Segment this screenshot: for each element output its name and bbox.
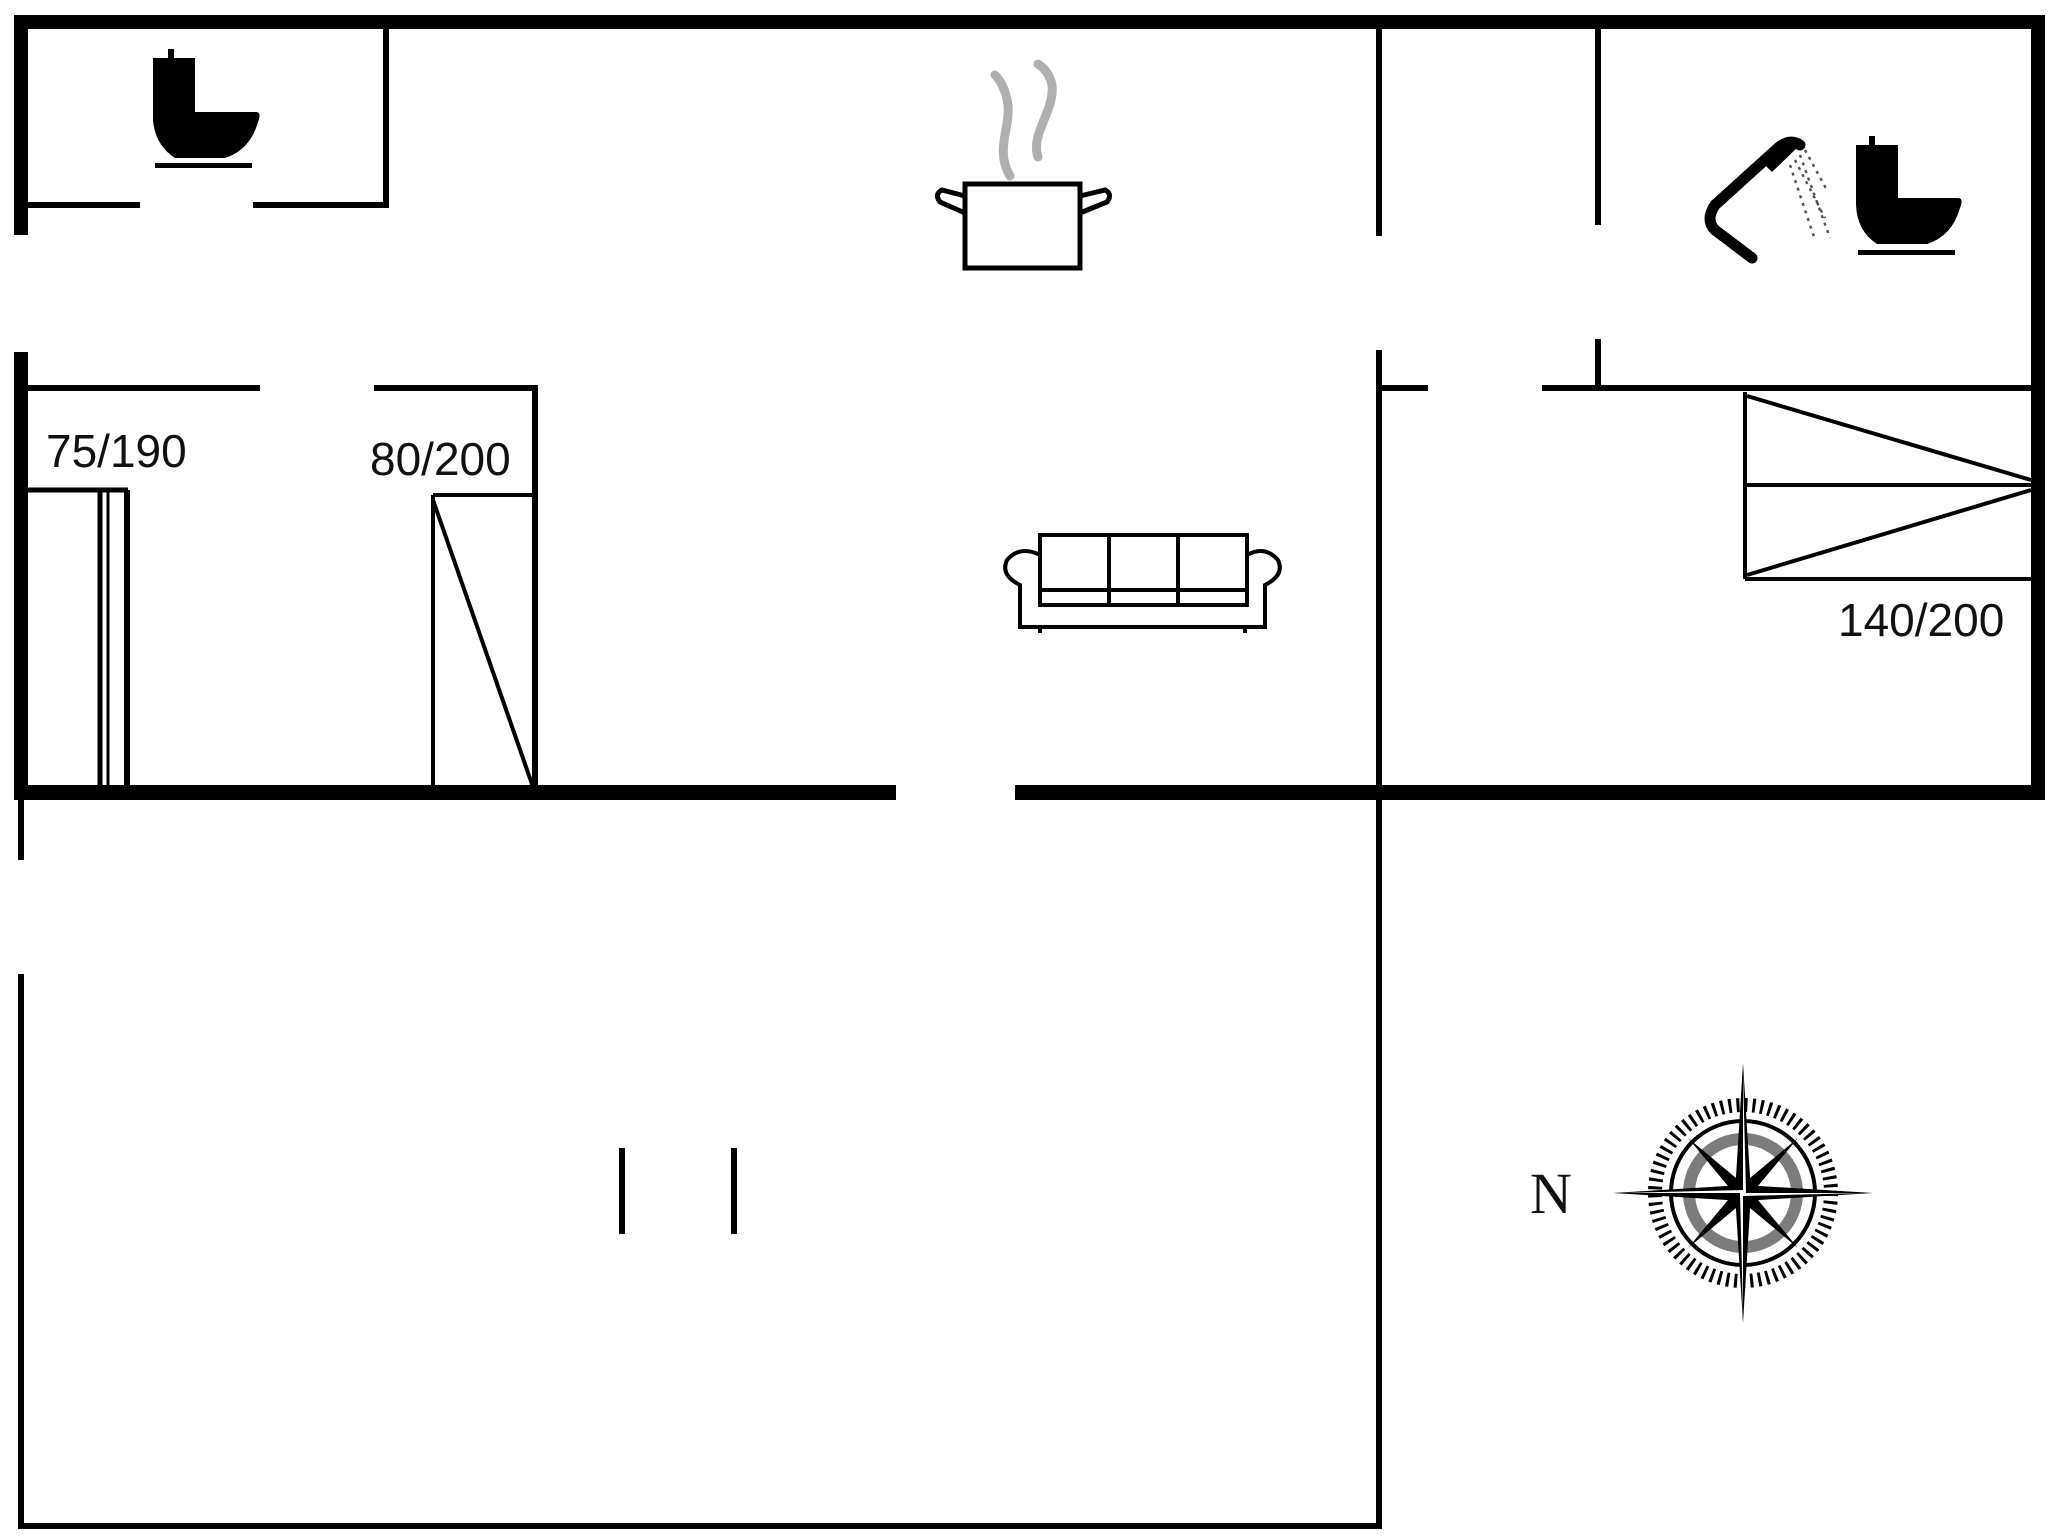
shower-icon [1704, 136, 1832, 264]
toilet-icon-bathroom [1856, 136, 1962, 255]
bunk-bed-icon [28, 487, 130, 787]
compass-north-label: N [1530, 1161, 1572, 1226]
bunk-bed-size-label: 75/190 [46, 425, 187, 477]
single-bed-size-label: 80/200 [370, 433, 511, 485]
double-bed-icon [1743, 392, 2032, 581]
compass-rose-icon [1613, 1063, 1873, 1323]
sofa-icon [1003, 533, 1282, 633]
internal-walls [18, 26, 2034, 1529]
kitchen-pot-icon [934, 59, 1113, 271]
toilet-icon [153, 49, 260, 168]
outer-walls [14, 15, 2045, 800]
single-bed-icon [431, 493, 535, 788]
double-bed-size-label: 140/200 [1838, 594, 2005, 646]
